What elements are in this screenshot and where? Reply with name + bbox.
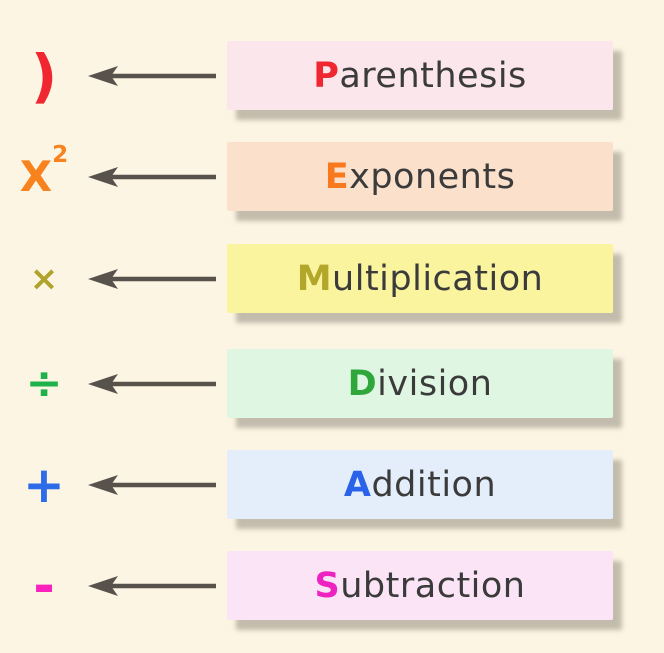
exponent-symbol: X2	[0, 142, 88, 212]
operation-name: xponents	[349, 156, 516, 197]
operation-name: ubtraction	[340, 565, 526, 606]
operator-glyph: X	[19, 152, 53, 201]
multiplication-symbol: ×	[0, 244, 88, 314]
division-symbol: ÷	[0, 349, 88, 419]
left-arrow-icon	[88, 165, 218, 189]
operator-glyph: ÷	[25, 358, 63, 409]
operation-initial: P	[313, 55, 340, 96]
addition-symbol: +	[0, 450, 88, 520]
operation-name: ultiplication	[332, 258, 544, 299]
operation-initial: D	[347, 363, 378, 404]
operation-initial: A	[343, 464, 372, 505]
left-arrow-icon	[88, 267, 218, 291]
operation-initial: E	[324, 156, 350, 197]
operation-name: arenthesis	[339, 55, 527, 96]
operation-initial: S	[314, 565, 341, 606]
operator-exponent: 2	[52, 141, 69, 168]
operator-glyph: -	[33, 556, 55, 616]
left-arrow-icon	[88, 372, 218, 396]
subtraction-symbol: -	[0, 551, 88, 621]
left-arrow-icon	[88, 473, 218, 497]
operation-name: ddition	[371, 464, 497, 505]
operator-glyph: +	[23, 456, 65, 514]
operator-glyph: )	[30, 42, 58, 110]
operation-name: ivision	[377, 363, 493, 404]
operation-initial: M	[296, 258, 333, 299]
left-arrow-icon	[88, 64, 218, 88]
operator-glyph: ×	[29, 259, 59, 299]
left-arrow-icon	[88, 574, 218, 598]
parenthesis-symbol: )	[0, 41, 88, 111]
